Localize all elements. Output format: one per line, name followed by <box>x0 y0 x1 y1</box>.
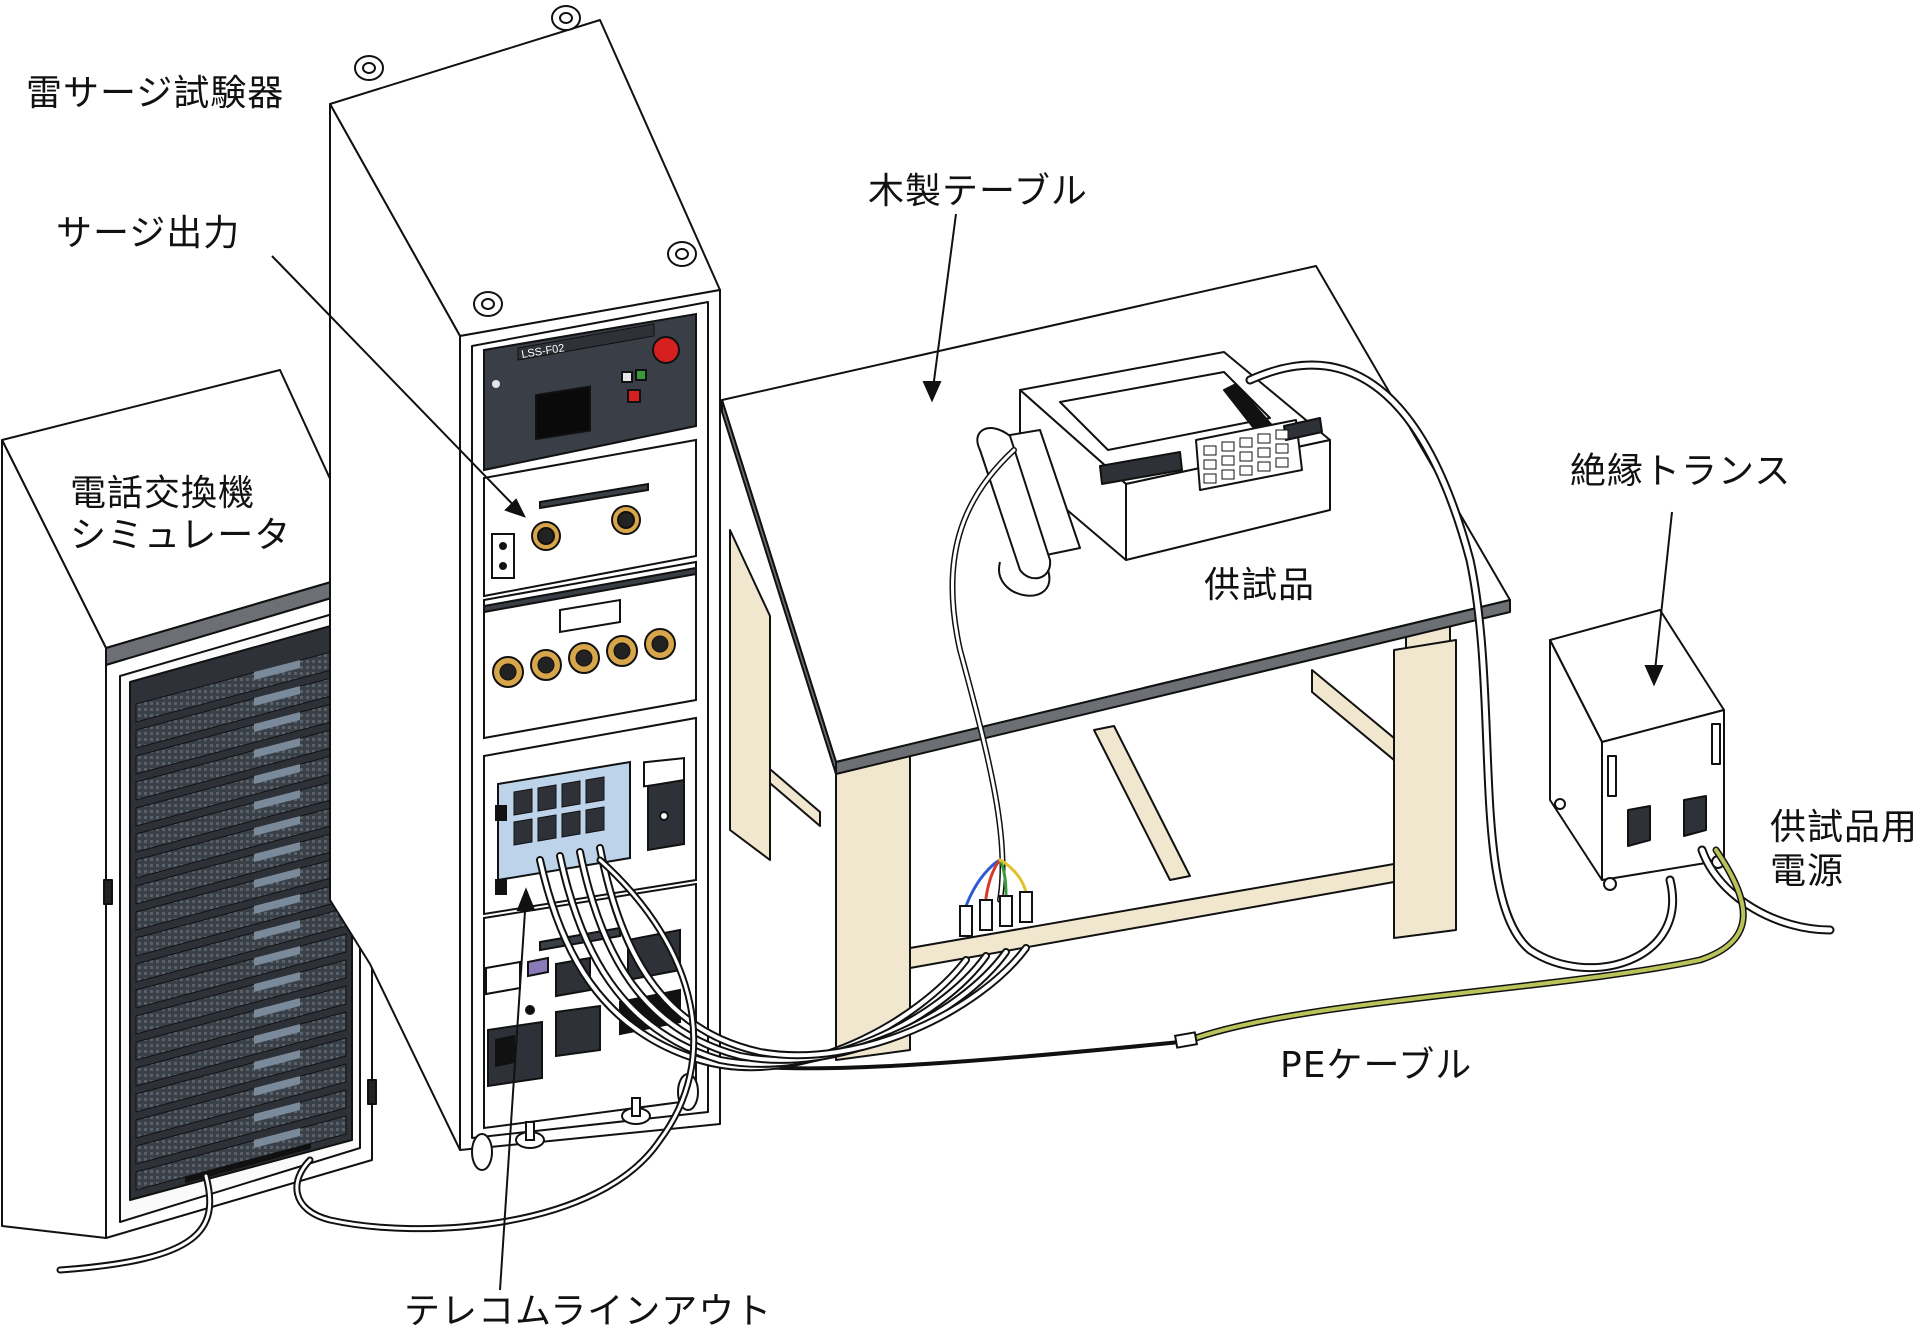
relay-block <box>585 776 605 804</box>
display-screen <box>535 385 591 441</box>
coupling-connector <box>606 635 638 667</box>
isolation-transformer <box>1549 609 1725 891</box>
coupling-connector <box>644 628 676 660</box>
fax-key <box>1239 437 1253 448</box>
fax-key <box>1203 473 1217 484</box>
relay-block <box>561 780 581 808</box>
server-unit <box>135 959 347 1035</box>
relay-block <box>561 810 581 838</box>
server-unit <box>135 933 347 1009</box>
pe-cable-lug <box>1173 1031 1199 1049</box>
surge-output-module <box>483 438 697 598</box>
fax-key <box>1275 457 1289 468</box>
label-eut: 供試品 <box>1204 565 1316 606</box>
server-unit <box>135 985 347 1061</box>
lower-modules <box>483 882 697 1130</box>
relay-block <box>537 784 557 812</box>
fax-key <box>1203 445 1217 456</box>
callout-arrows <box>271 213 1673 1291</box>
label-exchange-simulator-2: シミュレータ <box>70 515 292 556</box>
server-unit <box>135 1089 347 1165</box>
label-exchange-simulator-1: 電話交換機 <box>70 473 256 514</box>
fax-key <box>1257 447 1271 458</box>
fax-key <box>1239 451 1253 462</box>
fax-key <box>1239 465 1253 476</box>
server-unit <box>135 1115 347 1191</box>
relay-block <box>537 814 557 842</box>
fax-key <box>1221 441 1235 452</box>
fax-key <box>1275 443 1289 454</box>
label-telecom-line-out: テレコムラインアウト <box>404 1291 773 1332</box>
label-wooden-table: 木製テーブル <box>868 171 1088 212</box>
label-pe-cable: PEケーブル <box>1280 1045 1473 1086</box>
server-units <box>135 647 347 1191</box>
label-surge-output: サージ出力 <box>56 213 241 254</box>
coupling-connector <box>568 642 600 674</box>
label-eut-power-1: 供試品用 <box>1770 807 1919 848</box>
cables <box>56 360 1835 1274</box>
label-eut-power-2: 電源 <box>1770 851 1845 892</box>
emergency-stop-button <box>652 336 680 364</box>
server-unit <box>135 1037 347 1113</box>
fax-key <box>1257 433 1271 444</box>
fax-key <box>1257 461 1271 472</box>
fax-key <box>1221 455 1235 466</box>
relay-block <box>585 806 605 834</box>
fax-key <box>1203 459 1217 470</box>
server-unit <box>135 1011 347 1087</box>
fax-keypad <box>1203 429 1289 484</box>
eye-bolts <box>354 5 697 317</box>
server-unit <box>135 1063 347 1139</box>
telecom-plugs <box>959 891 1033 937</box>
fax-key <box>1221 469 1235 480</box>
coupling-connector <box>530 649 562 681</box>
fax-key <box>1275 429 1289 440</box>
telecom-relay-grid <box>513 776 605 846</box>
relay-block <box>513 788 533 816</box>
coupling-connectors <box>492 628 676 688</box>
coupling-connector <box>492 656 524 688</box>
relay-block <box>513 818 533 846</box>
label-surge-tester: 雷サージ試験器 <box>26 73 285 114</box>
label-isolation-transformer: 絶縁トランス <box>1570 451 1792 492</box>
